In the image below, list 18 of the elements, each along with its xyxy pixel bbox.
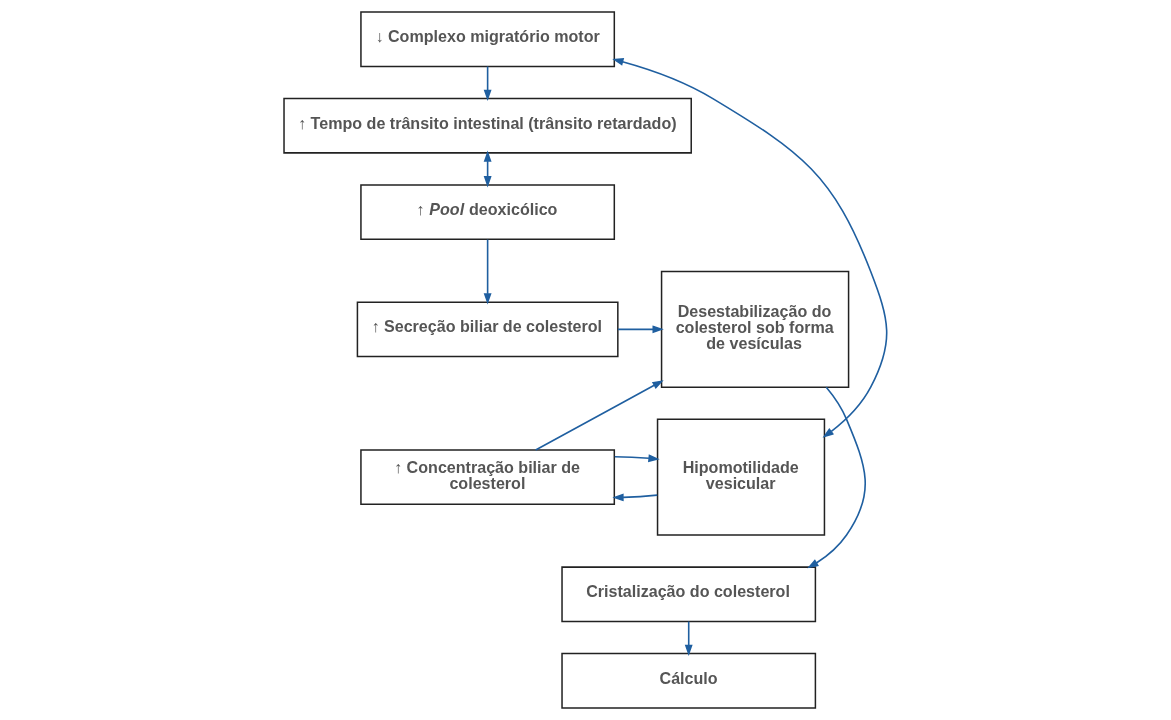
arrow (612, 493, 658, 502)
node-box: Cálculo (561, 652, 817, 709)
arrow (483, 65, 492, 101)
arrow (684, 620, 693, 656)
node-box: Desestabilização do colesterol sob forma de vesículas (660, 270, 850, 388)
arrow (483, 238, 492, 305)
arrow (807, 386, 866, 569)
node-box: Hipomotilidade vesicular (656, 418, 826, 536)
arrow (617, 325, 664, 334)
arrow (534, 380, 664, 451)
node-box: ↑ Tempo de trânsito intestinal (trânsito retardado) (283, 97, 692, 154)
arrow (614, 454, 660, 463)
arrow (612, 58, 888, 438)
node-box: ↑ Concentração biliar de colesterol (360, 449, 616, 506)
node-box: ↑ Pool deoxicólico (360, 184, 616, 241)
node-box: ↑ Secreção biliar de colesterol (356, 301, 619, 358)
node-box: ↓ Complexo migratório motor (360, 11, 616, 68)
node-box: Cristalização do colesterol (561, 566, 817, 623)
